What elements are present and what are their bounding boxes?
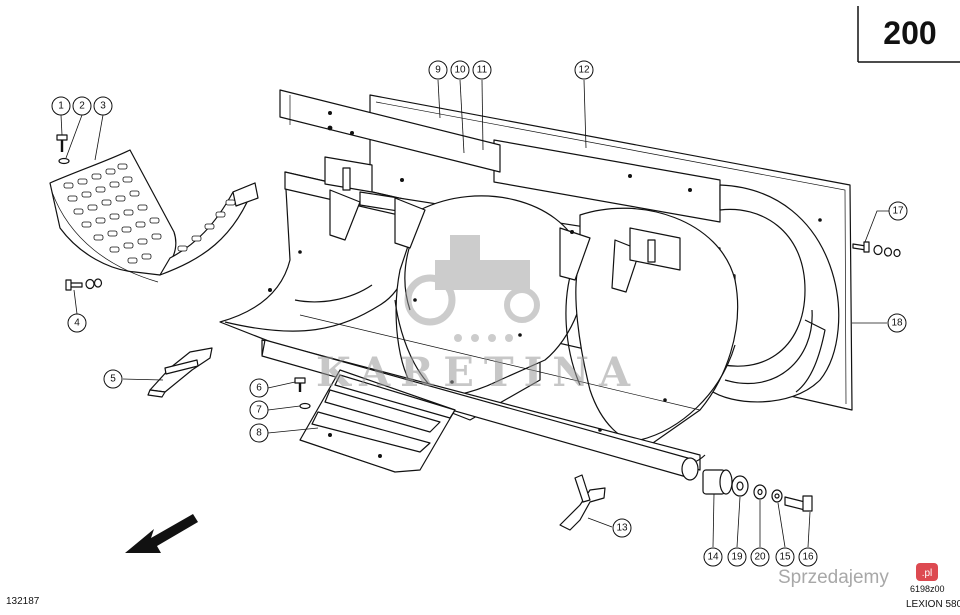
callout-15: 15 <box>775 547 795 567</box>
bolt-set-17 <box>852 241 901 258</box>
marketplace-label: Sprzedajemy <box>778 567 889 588</box>
callout-18: 18 <box>887 313 907 333</box>
washer-20 <box>753 484 767 500</box>
callout-5: 5 <box>103 369 123 389</box>
svg-text:6: 6 <box>256 383 262 394</box>
svg-text:1: 1 <box>58 101 64 112</box>
callout-13: 13 <box>612 518 632 538</box>
callout-9: 9 <box>428 60 448 80</box>
svg-text:17: 17 <box>892 206 904 217</box>
marketplace-badge-text: .pl <box>922 568 933 579</box>
figure-code: 6198z00 <box>910 584 945 594</box>
callout-2: 2 <box>72 96 92 116</box>
svg-text:18: 18 <box>891 318 903 329</box>
model-label: LEXION 580 <box>906 599 960 610</box>
callout-14: 14 <box>703 547 723 567</box>
callout-7: 7 <box>249 400 269 420</box>
svg-text:7: 7 <box>256 405 262 416</box>
callout-1: 1 <box>51 96 71 116</box>
callout-4: 4 <box>67 313 87 333</box>
washer-15 <box>771 489 783 503</box>
svg-text:13: 13 <box>616 523 628 534</box>
bracket-5 <box>147 347 213 398</box>
bearing-ring <box>731 475 749 497</box>
direction-arrow-icon <box>125 514 198 553</box>
bracket-13 <box>559 474 606 531</box>
bushing <box>702 469 733 495</box>
leader-lines <box>60 79 897 548</box>
svg-text:10: 10 <box>454 65 466 76</box>
top-rail <box>279 89 501 173</box>
watermark-text: KARETINA <box>316 349 640 396</box>
page-number-box: 200 <box>857 6 960 63</box>
callout-3: 3 <box>93 96 113 116</box>
callout-20: 20 <box>750 547 770 567</box>
page-number: 200 <box>883 15 936 51</box>
callout-8: 8 <box>249 423 269 443</box>
svg-text:9: 9 <box>435 65 441 76</box>
svg-text:19: 19 <box>731 552 743 563</box>
svg-text:12: 12 <box>578 65 590 76</box>
svg-text:2: 2 <box>79 101 85 112</box>
tractor-watermark-icon <box>404 235 540 342</box>
svg-text:14: 14 <box>707 552 719 563</box>
svg-text:20: 20 <box>754 552 766 563</box>
svg-text:3: 3 <box>100 101 106 112</box>
svg-text:4: 4 <box>74 318 80 329</box>
sieve-bolt-1 <box>56 134 68 152</box>
callout-16: 16 <box>798 547 818 567</box>
callout-17: 17 <box>888 201 908 221</box>
svg-text:11: 11 <box>477 65 488 76</box>
callout-12: 12 <box>574 60 594 80</box>
drawing-number: 132187 <box>6 596 40 607</box>
svg-text:15: 15 <box>779 552 791 563</box>
svg-text:5: 5 <box>110 374 116 385</box>
guide-plate-8 <box>299 369 456 473</box>
svg-text:16: 16 <box>802 552 814 563</box>
callout-6: 6 <box>249 378 269 398</box>
shaft-assembly <box>261 339 813 512</box>
sieve-washer-2 <box>58 157 70 165</box>
washer-7 <box>299 402 311 410</box>
sieve-bolt-set-4 <box>65 278 103 291</box>
watermark: KARETINA <box>316 235 640 396</box>
callout-11: 11 <box>472 60 492 80</box>
sieve <box>49 149 259 283</box>
svg-text:8: 8 <box>256 428 262 439</box>
callout-10: 10 <box>450 60 470 80</box>
callout-19: 19 <box>727 547 747 567</box>
sieve-holes <box>63 163 236 264</box>
marketplace-watermark: Sprzedajemy .pl <box>778 563 938 588</box>
bolt-6 <box>294 377 306 392</box>
marketplace-badge <box>916 563 938 581</box>
bolt-16 <box>784 495 813 512</box>
